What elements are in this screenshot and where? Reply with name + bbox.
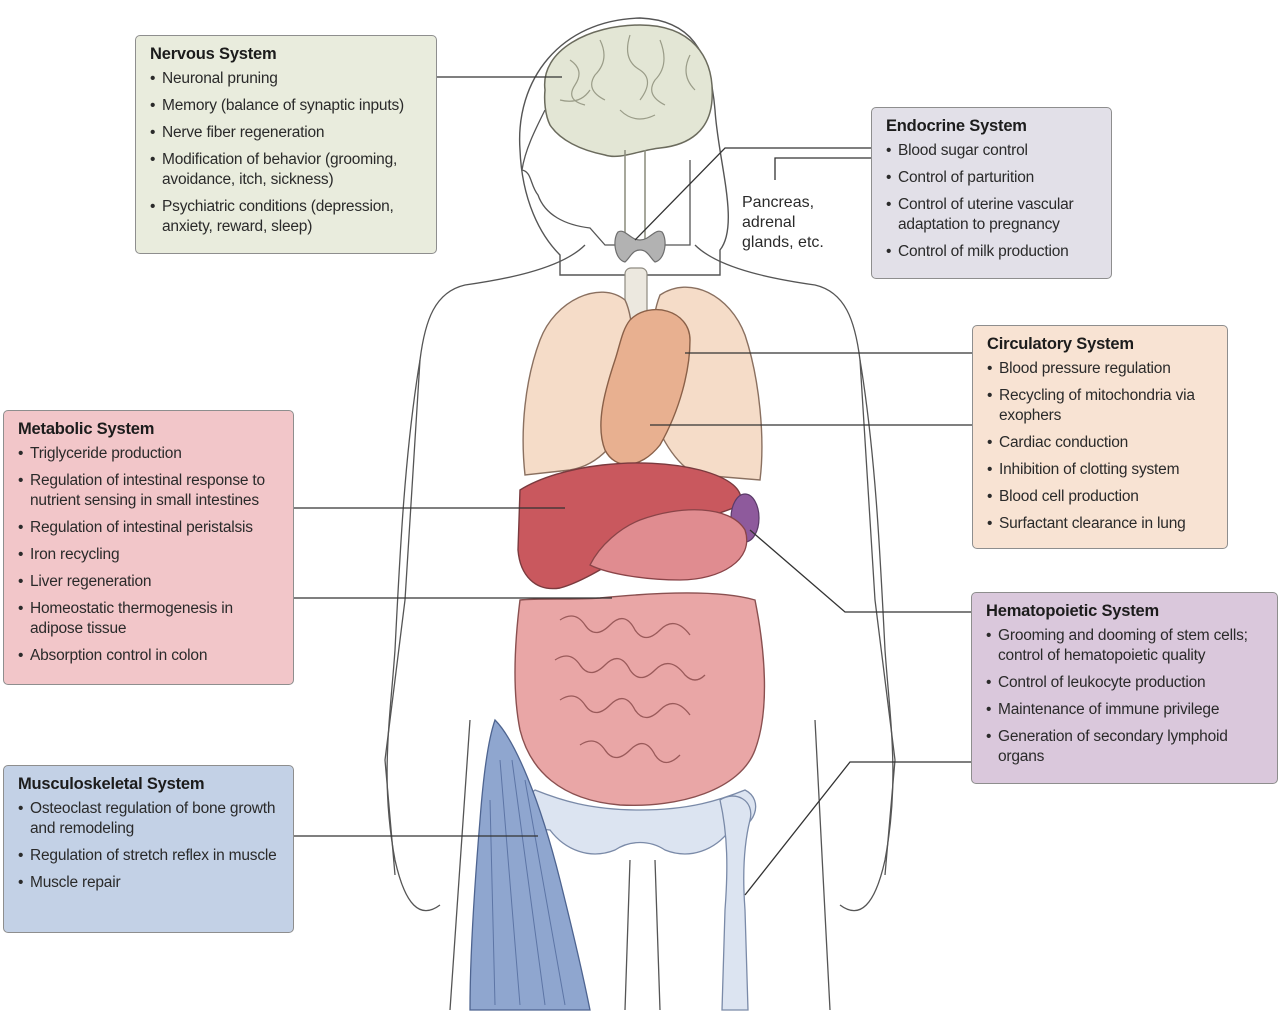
- muscle-fibers: [489, 759, 566, 1006]
- endocrine-system-title: Endocrine System: [886, 117, 1027, 135]
- right-arm: [839, 359, 894, 912]
- musculoskeletal-system-list: Osteoclast regulation of bone growth and…: [18, 799, 281, 893]
- list-item: Blood pressure regulation: [987, 359, 1215, 379]
- list-item: Blood cell production: [987, 487, 1215, 507]
- list-item: Iron recycling: [18, 545, 281, 565]
- list-item: Regulation of stretch reflex in muscle: [18, 846, 281, 866]
- hematopoietic-system-box: Hematopoietic System Grooming and doomin…: [971, 592, 1278, 784]
- list-item: Muscle repair: [18, 873, 281, 893]
- circulatory-system-list: Blood pressure regulationRecycling of mi…: [987, 359, 1215, 534]
- intestines: [514, 592, 766, 807]
- list-item: Control of milk production: [886, 242, 1099, 262]
- list-item: Regulation of intestinal response to nut…: [18, 471, 281, 511]
- left-arm: [386, 359, 441, 912]
- metabolic-system-box: Metabolic System Triglyceride production…: [3, 410, 294, 685]
- list-item: Psychiatric conditions (depression, anxi…: [150, 197, 424, 237]
- endocrine-system-list: Blood sugar controlControl of parturitio…: [886, 141, 1099, 262]
- list-item: Regulation of intestinal peristalsis: [18, 518, 281, 538]
- list-item: Control of parturition: [886, 168, 1099, 188]
- list-item: Neuronal pruning: [150, 69, 424, 89]
- musculoskeletal-system-title: Musculoskeletal System: [18, 775, 205, 793]
- metabolic-system-list: Triglyceride productionRegulation of int…: [18, 444, 281, 666]
- torso-outline: [384, 244, 896, 876]
- femur: [719, 795, 752, 1011]
- nervous-system-list: Neuronal pruningMemory (balance of synap…: [150, 69, 424, 237]
- metabolic-system-title: Metabolic System: [18, 420, 155, 438]
- nervous-system-box: Nervous System Neuronal pruningMemory (b…: [135, 35, 437, 254]
- pelvis: [526, 789, 757, 855]
- hematopoietic-system-title: Hematopoietic System: [986, 602, 1159, 620]
- intestine-coils: [554, 615, 706, 764]
- list-item: Inhibition of clotting system: [987, 460, 1215, 480]
- list-item: Absorption control in colon: [18, 646, 281, 666]
- list-item: Control of leukocyte production: [986, 673, 1265, 693]
- list-item: Generation of secondary lymphoid organs: [986, 727, 1265, 767]
- list-item: Osteoclast regulation of bone growth and…: [18, 799, 281, 839]
- thyroid: [614, 230, 666, 263]
- list-item: Memory (balance of synaptic inputs): [150, 96, 424, 116]
- endocrine-organs-note: Pancreas, adrenal glands, etc.: [742, 194, 824, 251]
- list-item: Blood sugar control: [886, 141, 1099, 161]
- list-item: Control of uterine vascular adaptation t…: [886, 195, 1099, 235]
- heart: [600, 309, 691, 466]
- brain: [543, 24, 713, 158]
- leader-lines: [294, 76, 972, 896]
- endocrine-system-box: Endocrine System Blood sugar controlCont…: [871, 107, 1112, 279]
- nervous-system-title: Nervous System: [150, 45, 277, 63]
- musculoskeletal-system-box: Musculoskeletal System Osteoclast regula…: [3, 765, 294, 933]
- stomach: [589, 509, 748, 581]
- list-item: Modification of behavior (grooming, avoi…: [150, 150, 424, 190]
- hematopoietic-system-list: Grooming and dooming of stem cells; cont…: [986, 626, 1265, 767]
- brain-folds: [559, 34, 696, 120]
- list-item: Recycling of mitochondria via exophers: [987, 386, 1215, 426]
- list-item: Homeostatic thermogenesis in adipose tis…: [18, 599, 281, 639]
- thigh-muscle: [469, 718, 591, 1011]
- circulatory-system-box: Circulatory System Blood pressure regula…: [972, 325, 1228, 549]
- list-item: Cardiac conduction: [987, 433, 1215, 453]
- list-item: Nerve fiber regeneration: [150, 123, 424, 143]
- list-item: Liver regeneration: [18, 572, 281, 592]
- list-item: Maintenance of immune privilege: [986, 700, 1265, 720]
- list-item: Grooming and dooming of stem cells; cont…: [986, 626, 1265, 666]
- list-item: Surfactant clearance in lung: [987, 514, 1215, 534]
- list-item: Triglyceride production: [18, 444, 281, 464]
- legs-outline: [449, 719, 831, 1011]
- face: [521, 109, 691, 246]
- circulatory-system-title: Circulatory System: [987, 335, 1134, 353]
